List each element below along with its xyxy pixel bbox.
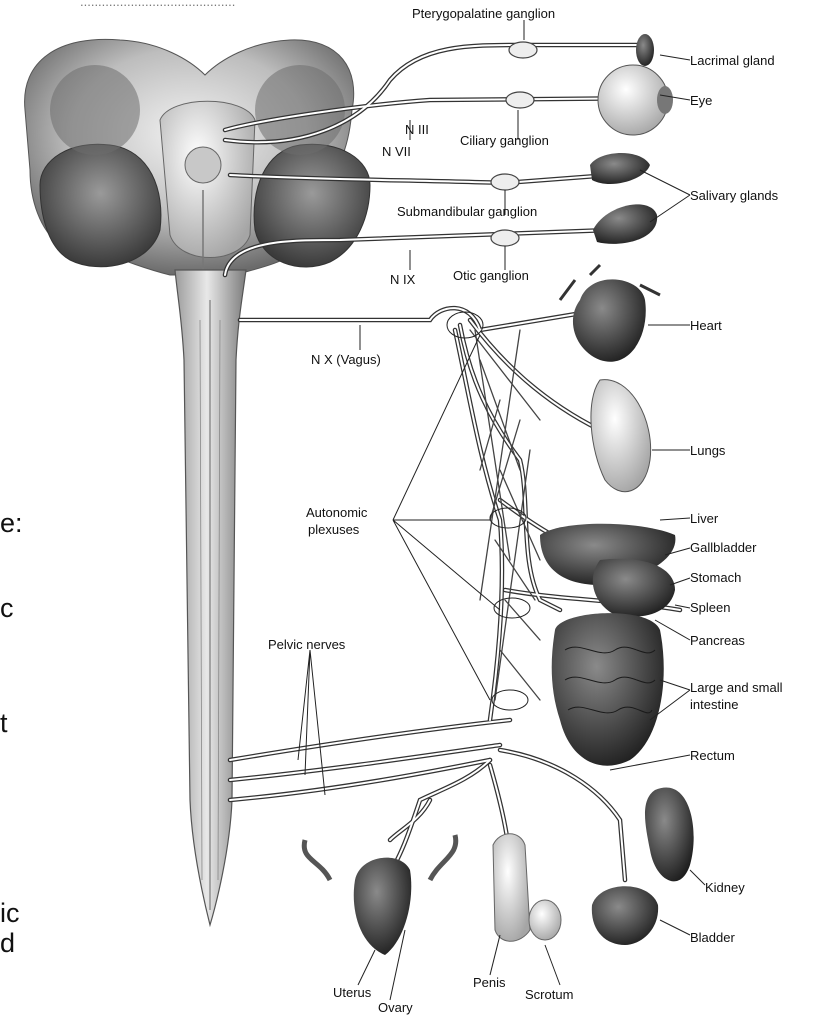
label-liver: Liver	[690, 511, 718, 526]
label-otic-ganglion: Otic ganglion	[453, 268, 529, 283]
slide-fragment-2: c	[0, 593, 14, 624]
kidney-shape	[645, 787, 694, 881]
intestine-shape	[552, 613, 664, 766]
label-n3: N III	[405, 122, 429, 137]
slide-fragment-1: e:	[0, 508, 23, 539]
label-ovary: Ovary	[378, 1000, 413, 1015]
heart-shape	[573, 279, 646, 361]
label-n9: N IX	[390, 272, 415, 287]
label-lungs: Lungs	[690, 443, 725, 458]
label-intestine-line1: Large and small	[690, 680, 783, 695]
brain-illustration	[25, 39, 370, 925]
label-submandibular-ganglion: Submandibular ganglion	[397, 204, 537, 219]
salivary-gland-lower	[593, 204, 657, 244]
label-rectum: Rectum	[690, 748, 735, 763]
label-bladder: Bladder	[690, 930, 735, 945]
label-pterygopalatine-ganglion: Pterygopalatine ganglion	[412, 6, 555, 21]
label-uterus: Uterus	[333, 985, 371, 1000]
label-pancreas: Pancreas	[690, 633, 745, 648]
label-penis: Penis	[473, 975, 506, 990]
label-plexuses: plexuses	[308, 522, 359, 537]
label-autonomic: Autonomic	[306, 505, 367, 520]
lacrimal-gland-shape	[636, 34, 654, 66]
label-eye: Eye	[690, 93, 712, 108]
lungs-shape	[591, 380, 651, 492]
label-lacrimal-gland: Lacrimal gland	[690, 53, 775, 68]
header-fragment: ........................................…	[80, 0, 235, 9]
ciliary-ganglion-shape	[506, 92, 534, 108]
label-n7: N VII	[382, 144, 411, 159]
label-pelvic-nerves: Pelvic nerves	[268, 637, 345, 652]
penis-shape	[493, 834, 530, 942]
label-intestine-line2: intestine	[690, 697, 738, 712]
slide-fragment-5: d	[0, 928, 15, 959]
label-scrotum: Scrotum	[525, 987, 573, 1002]
bladder-shape	[592, 886, 658, 945]
salivary-gland-upper	[590, 153, 650, 184]
label-vagus: N X (Vagus)	[311, 352, 381, 367]
slide-fragment-4: ic	[0, 898, 20, 929]
label-spleen: Spleen	[690, 600, 730, 615]
label-ciliary-ganglion: Ciliary ganglion	[460, 133, 549, 148]
scrotum-shape	[529, 900, 561, 940]
slide-fragment-3: t	[0, 708, 8, 739]
label-salivary-glands: Salivary glands	[690, 188, 778, 203]
stomach-shape	[593, 559, 675, 617]
otic-ganglion-shape	[491, 230, 519, 246]
pterygopalatine-ganglion-shape	[509, 42, 537, 58]
label-stomach: Stomach	[690, 570, 741, 585]
label-heart: Heart	[690, 318, 722, 333]
submandibular-ganglion-shape	[491, 174, 519, 190]
label-gallbladder: Gallbladder	[690, 540, 757, 555]
label-kidney: Kidney	[705, 880, 745, 895]
